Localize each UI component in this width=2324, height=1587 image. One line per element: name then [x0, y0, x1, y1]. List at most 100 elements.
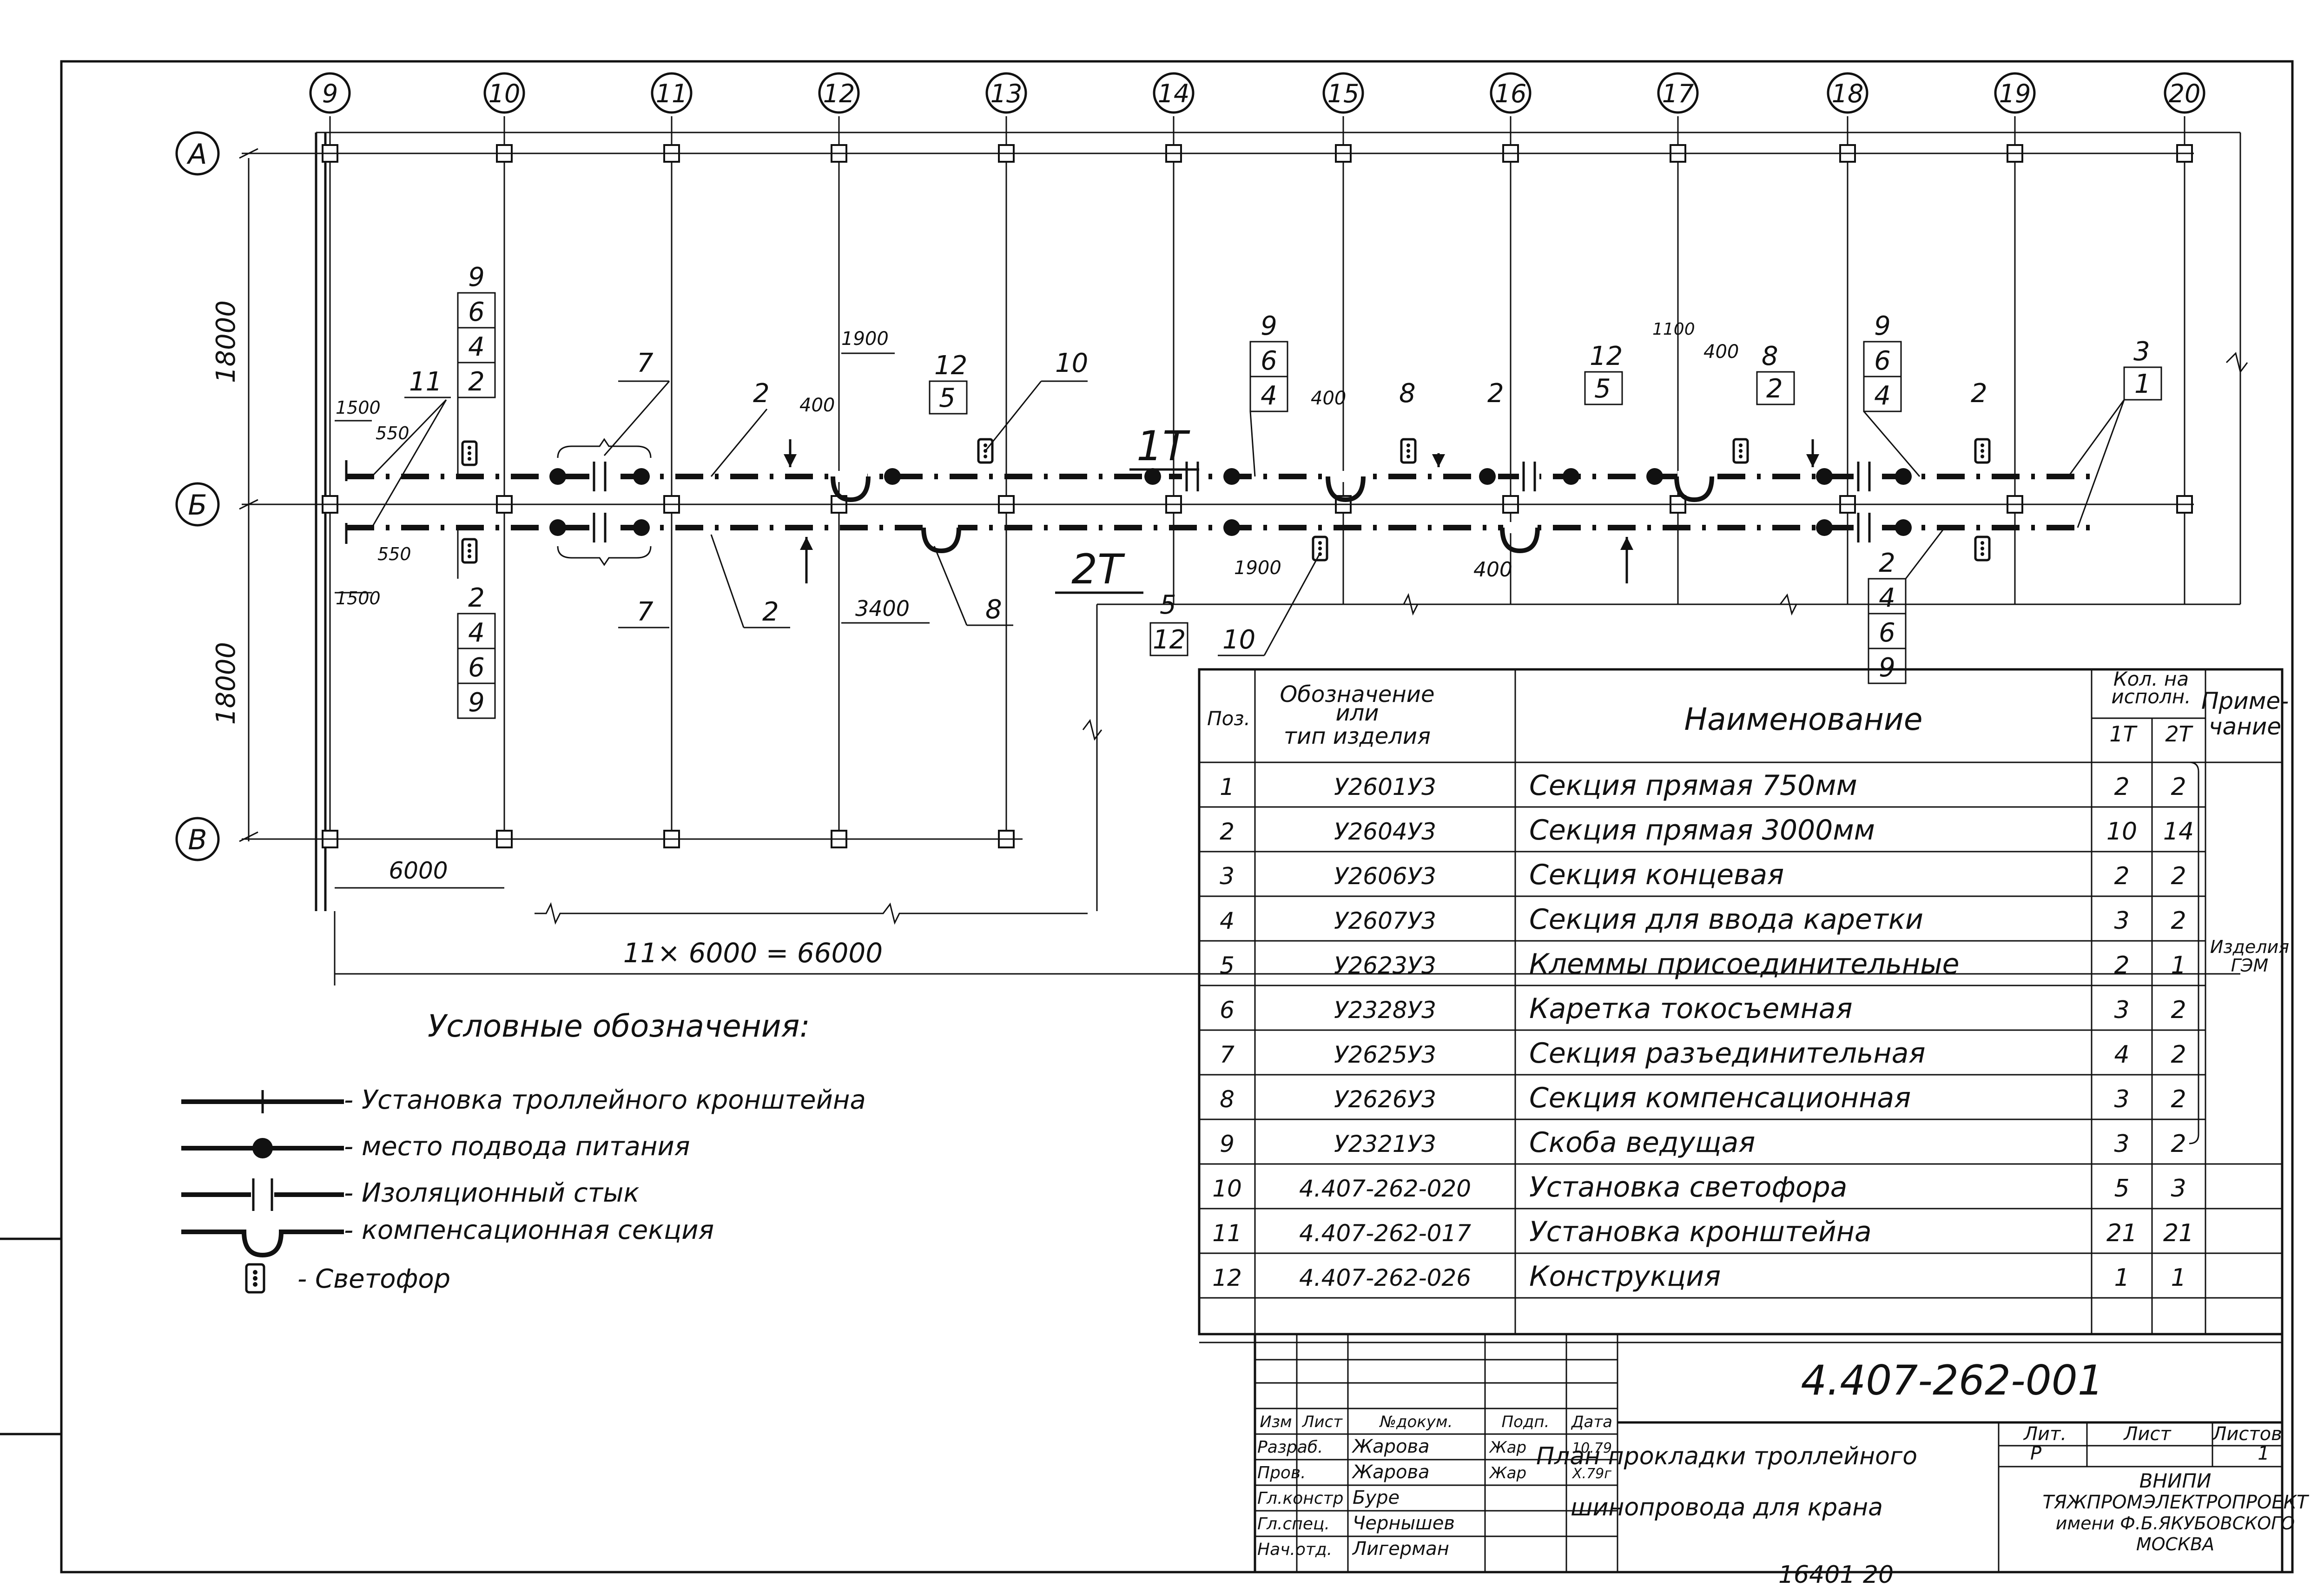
- stamp-role: Пров.: [1257, 1463, 1306, 1482]
- dim-3400: 3400: [855, 596, 910, 621]
- axis-label: 13: [990, 79, 1023, 108]
- callout-stack-box: [457, 362, 496, 398]
- callout-7-top: 7: [637, 348, 654, 378]
- legend-symbol-comp: [181, 1230, 344, 1258]
- spec-q1: 3: [2114, 907, 2129, 935]
- leader: [603, 381, 670, 456]
- spec-name: Установка кронштейна: [1529, 1216, 1872, 1248]
- stamp-role: Гл.спец.: [1257, 1514, 1330, 1534]
- callout-2-top-b: 2: [1487, 378, 1504, 409]
- callout-12-top: 12: [934, 350, 967, 381]
- title-block: 4.407-262-001 План прокладки троллейного…: [1254, 1333, 2310, 1574]
- comp-gap: [1503, 522, 1537, 533]
- callout-box: [1584, 371, 1623, 405]
- stamp-hdr: Подп.: [1502, 1413, 1550, 1431]
- spec-name: Установка светофора: [1529, 1171, 1847, 1203]
- stamp-lit-label: Лит.: [2023, 1423, 2067, 1445]
- callout-stack-number: 4: [1879, 583, 1895, 613]
- spec-q2: 21: [2163, 1219, 2194, 1247]
- stamp-sheet-label: Лист: [2123, 1423, 2172, 1445]
- stamp-frame: [1254, 1333, 2284, 1574]
- callout-2-bot: 2: [762, 597, 779, 627]
- axis-label: 16: [1495, 79, 1527, 108]
- callout-stack-number: 9: [468, 262, 485, 292]
- spec-code: У2626У3: [1334, 1086, 1436, 1113]
- axis-label: 9: [322, 79, 338, 108]
- comp-gap: [1677, 471, 1711, 482]
- spec-brace: [2189, 761, 2199, 1144]
- run-label-2t: 2Т: [1071, 545, 1125, 593]
- callout-stack-number: 2: [468, 583, 485, 613]
- feed-point: [1223, 468, 1240, 485]
- feed-arrowhead: [800, 537, 813, 550]
- axis-bubble-col: 20: [2164, 72, 2205, 114]
- break-mark: [1394, 593, 1797, 616]
- callout-12-top-b: 12: [1590, 341, 1623, 371]
- spec-code: 4.407-262-020: [1299, 1175, 1471, 1202]
- stamp-sheets-label: Листов: [2212, 1423, 2282, 1445]
- spec-q1: 21: [2106, 1219, 2137, 1247]
- axis-bubble-col: 19: [1994, 72, 2036, 114]
- callout-8-bot: 8: [985, 595, 1002, 625]
- spec-name: Каретка токосъемная: [1529, 992, 1853, 1025]
- stamp-hdr: Дата: [1571, 1413, 1612, 1431]
- spec-name: Секция прямая 750мм: [1529, 769, 1857, 802]
- axis-label: Б: [188, 489, 207, 522]
- insulation-joint-gap: [1854, 471, 1874, 482]
- callout-stack-box: [1868, 648, 1907, 684]
- break-mark: [2225, 352, 2248, 374]
- axis-label: 14: [1158, 79, 1190, 108]
- axis-bubble-row: А: [175, 131, 220, 176]
- spec-header-pos: Поз.: [1207, 707, 1250, 730]
- compensation-section: [921, 527, 961, 554]
- callout-5-bot: 5: [1160, 590, 1176, 620]
- callout-stack-number: 2: [1879, 548, 1895, 578]
- spec-pos: 12: [1212, 1264, 1242, 1291]
- traffic-signal: [1732, 438, 1749, 464]
- callout-stack-box: [1249, 376, 1288, 412]
- callout-stack-number: 4: [468, 618, 485, 648]
- leader: [2067, 399, 2125, 477]
- spec-code: У2607У3: [1334, 907, 1436, 934]
- spec-q1: 2: [2114, 773, 2129, 801]
- break-mark: [1082, 719, 1103, 741]
- spec-q2: 2: [2171, 1130, 2186, 1158]
- compensation-section: [831, 476, 871, 503]
- traffic-signal: [1400, 438, 1417, 464]
- axis-label: 11: [656, 79, 688, 108]
- dim-tick: [239, 499, 258, 510]
- spec-q1: 10: [2106, 818, 2137, 846]
- callout-stack-box: [1863, 376, 1902, 412]
- stamp-hdr: Изм: [1260, 1413, 1292, 1431]
- stamp-person-row: Нач.отд.Лигерман: [1257, 1538, 1449, 1560]
- spec-code: У2328У3: [1334, 997, 1436, 1024]
- run-markers: [345, 438, 1991, 583]
- legend-symbol-signal: [245, 1263, 265, 1294]
- traffic-signal: [461, 538, 478, 564]
- axis-bubble-col: 11: [651, 72, 693, 114]
- spec-code: У2606У3: [1334, 863, 1436, 890]
- spec-code: 4.407-262-026: [1299, 1264, 1471, 1291]
- spec-name: Секция компенсационная: [1529, 1082, 1911, 1114]
- bottom-note: 16401 20: [1778, 1561, 1894, 1587]
- insulation-joint-gap: [1519, 471, 1539, 482]
- callout-5-top-b: 5: [1594, 374, 1611, 404]
- dim-1900-b: 1900: [1234, 557, 1281, 579]
- feed-point: [1563, 468, 1579, 485]
- dim-break: [535, 902, 1088, 925]
- axis-label: 15: [1327, 79, 1360, 108]
- dim-400-a: 400: [799, 395, 835, 416]
- stamp-code: 4.407-262-001: [1801, 1356, 2103, 1404]
- spec-code: У2625У3: [1334, 1041, 1436, 1068]
- leader: [1249, 411, 1256, 477]
- axis-bubble-col: 17: [1657, 72, 1699, 114]
- spec-name: Клеммы присоединительные: [1529, 948, 1960, 980]
- spec-q2: 2: [2171, 773, 2186, 801]
- spec-pos: 6: [1220, 997, 1235, 1024]
- axis-label: В: [188, 824, 207, 856]
